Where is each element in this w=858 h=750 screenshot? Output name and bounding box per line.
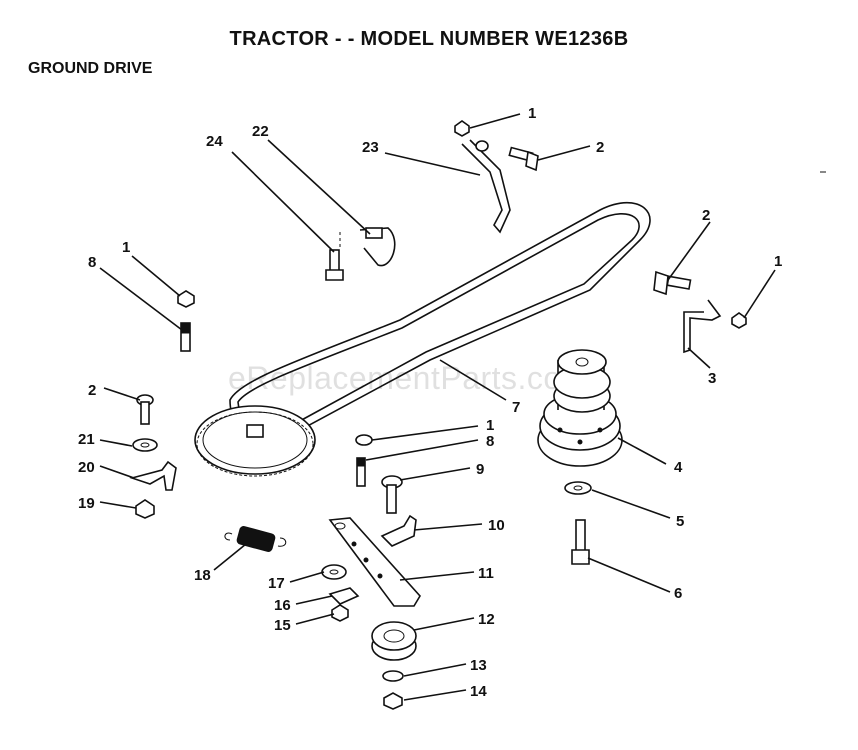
leader-lines [99, 113, 776, 701]
callout-12: 12 [478, 611, 495, 628]
callout-22: 22 [252, 123, 269, 140]
spring-part-18 [224, 526, 287, 552]
washer-part-17 [321, 564, 347, 580]
washer-part-13 [382, 670, 404, 682]
callout-18: 18 [194, 567, 211, 584]
callout-21: 21 [78, 431, 95, 448]
idler-arm-part-11 [328, 517, 421, 607]
callout-8: 8 [88, 254, 96, 271]
nut-part-19 [135, 499, 155, 519]
idler-bracket-part-23 [461, 139, 511, 234]
callout-2: 2 [596, 139, 604, 156]
callout-17: 17 [268, 575, 285, 592]
bracket-part-20 [129, 460, 177, 491]
bracket-part-10 [380, 514, 417, 547]
hex-nut-top [454, 120, 470, 137]
engine-pulley-part-4 [537, 349, 623, 467]
callout-4: 4 [674, 459, 683, 476]
callout-10: 10 [488, 517, 505, 534]
bolt-left [136, 394, 154, 425]
callout-3: 3 [708, 370, 716, 387]
callout-labels: 1 2 23 24 22 2 1 3 1 8 7 2 1 8 21 20 9 4… [78, 105, 782, 700]
callout-1: 1 [774, 253, 782, 270]
nut-part-14 [383, 692, 403, 710]
hex-nut-right [731, 312, 747, 329]
bolt-top [508, 146, 539, 172]
idler-pulley-part-12 [371, 621, 417, 661]
callout-15: 15 [274, 617, 291, 634]
carriage-bolt-part-9 [381, 475, 403, 514]
callout-19: 19 [78, 495, 95, 512]
callout-9: 9 [476, 461, 484, 478]
bolt-part-24 [325, 249, 344, 281]
stud-part-8-left [180, 322, 191, 352]
callout-16: 16 [274, 597, 291, 614]
bracket-part-3 [683, 299, 722, 354]
callout-11: 11 [478, 565, 494, 582]
callout-8: 8 [486, 433, 494, 450]
washer-part-21 [132, 438, 158, 452]
callout-13: 13 [470, 657, 487, 674]
callout-1: 1 [486, 417, 494, 434]
watermark: eReplacementParts.com [228, 360, 589, 396]
callout-6: 6 [674, 585, 682, 602]
callout-5: 5 [676, 513, 684, 530]
callout-23: 23 [362, 139, 379, 156]
hex-nut-left [177, 290, 195, 308]
callout-1: 1 [122, 239, 130, 256]
nut-part-15 [331, 604, 349, 622]
callout-2: 2 [702, 207, 710, 224]
stud-part-8-center [356, 457, 366, 487]
clip-part-16 [328, 587, 360, 605]
callout-2: 2 [88, 382, 96, 399]
belt-guide-part-22 [339, 227, 396, 267]
callout-1: 1 [528, 105, 536, 122]
washer-part-5 [564, 481, 592, 495]
hex-nut-center [355, 434, 373, 446]
section-subtitle: GROUND DRIVE [28, 60, 153, 77]
bolt-part-6 [571, 519, 590, 565]
callout-20: 20 [78, 459, 95, 476]
callout-14: 14 [470, 683, 487, 700]
bolt-right [653, 270, 692, 296]
page-title: TRACTOR - - MODEL NUMBER WE1236B [229, 28, 629, 50]
transmission-pulley [194, 405, 316, 477]
callout-7: 7 [512, 399, 520, 416]
callout-24: 24 [206, 133, 223, 150]
